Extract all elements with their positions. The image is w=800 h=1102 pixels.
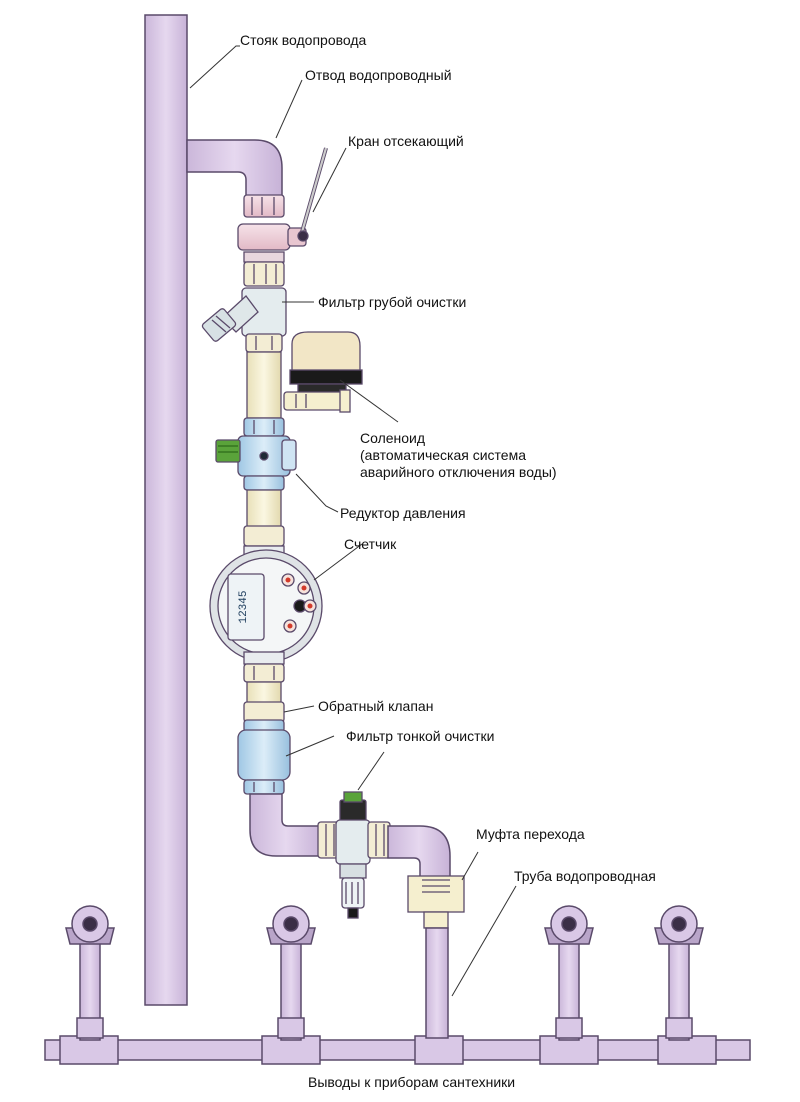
label-coarse-filter: Фильтр грубой очистки (318, 294, 467, 310)
label-meter: Счетчик (344, 536, 397, 552)
fine-filter (317, 791, 391, 919)
check-valve (237, 719, 291, 795)
fitting-segment-3 (243, 663, 285, 723)
fixture-outlet-4 (654, 905, 704, 1041)
label-adapter-coupling: Муфта перехода (476, 826, 585, 842)
fixture-outlet-1 (65, 905, 115, 1041)
water-meter (209, 545, 323, 665)
leader-lines (189, 45, 517, 997)
coarse-filter (201, 261, 287, 353)
water-riser (144, 14, 188, 1006)
outlet-elbow (387, 825, 451, 881)
water-pipe (425, 927, 449, 1039)
label-fixture-outlets: Выводы к приборам сантехники (308, 1074, 516, 1090)
label-shutoff-valve: Кран отсекающий (348, 133, 464, 149)
pressure-reducer (215, 417, 297, 491)
label-riser: Стояк водопровода (240, 32, 367, 48)
label-water-pipe: Труба водопроводная (514, 868, 656, 884)
adapter-coupling (407, 875, 465, 929)
meter-top-nut (243, 525, 285, 547)
label-solenoid-line-1: Соленоид (360, 430, 426, 446)
label-check-valve: Обратный клапан (318, 698, 434, 714)
distribution-pipe (44, 1035, 751, 1065)
label-solenoid-line-2: (автоматическая система (360, 447, 526, 463)
solenoid (283, 331, 363, 413)
label-solenoid-line-3: аварийного отключения воды) (360, 464, 557, 480)
fixture-outlet-3 (544, 905, 594, 1041)
shutoff-valve (237, 147, 328, 263)
label-fine-filter: Фильтр тонкой очистки (346, 728, 495, 744)
fixture-outlet-2 (266, 905, 316, 1041)
label-solenoid: Соленоид (автоматическая система аварийн… (360, 430, 600, 481)
meter-display: 12345 (238, 590, 250, 623)
lower-elbow (249, 793, 323, 857)
fitting-segment-1 (246, 351, 282, 419)
label-elbow: Отвод водопроводный (305, 67, 452, 83)
label-pressure-reducer: Редуктор давления (340, 505, 466, 521)
